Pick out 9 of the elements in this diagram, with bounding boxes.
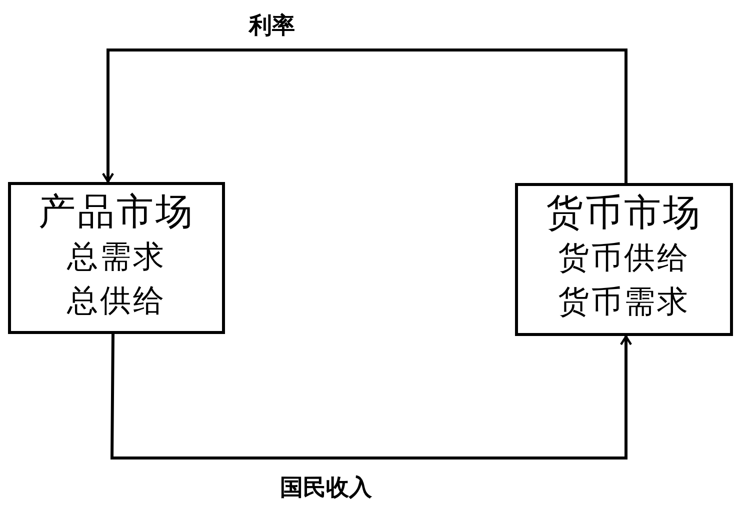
body-text: 总需求: [67, 238, 166, 276]
process-box: [8, 182, 225, 334]
body-text: 货币需求: [558, 283, 690, 321]
title-text: 货币市场: [546, 192, 702, 236]
body-text: 总供给: [67, 282, 166, 320]
body-text: 货币供给: [558, 239, 690, 277]
title-text: 产品市场: [38, 191, 194, 235]
process-box: [515, 183, 733, 336]
arrow: [110, 334, 632, 460]
